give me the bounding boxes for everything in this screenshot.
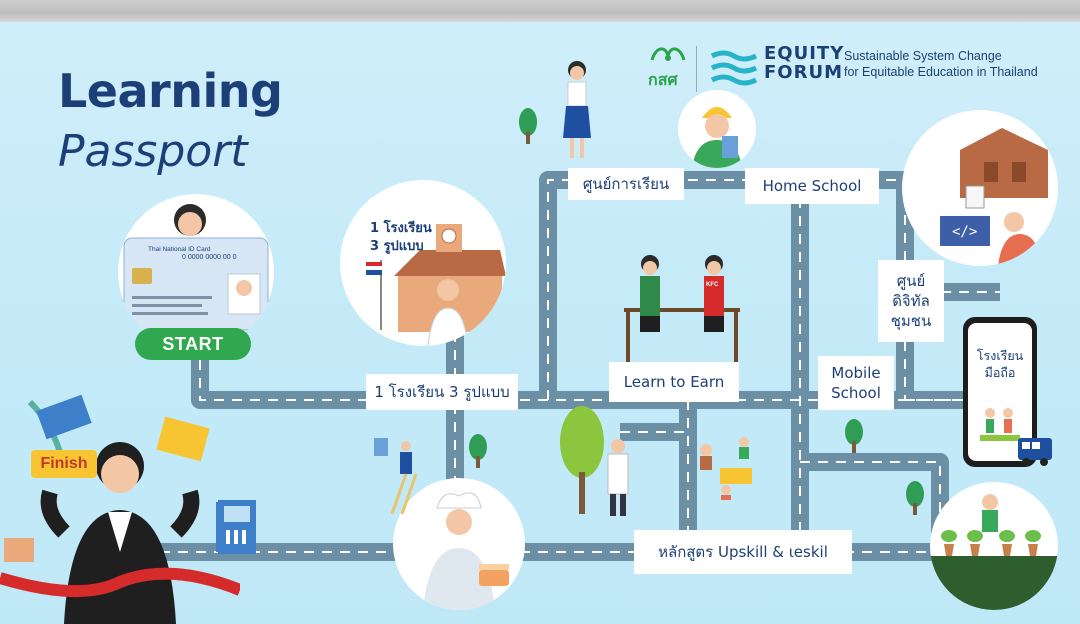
- label-learn-to-earn: Learn to Earn: [609, 362, 739, 402]
- plants-icon: [930, 494, 1058, 610]
- chef-icon: [423, 492, 509, 610]
- finish-sign: Finish: [31, 450, 97, 478]
- label-digital-center-line1: ศูนย์: [896, 272, 926, 290]
- logo-thai-name: กสศ: [648, 70, 678, 89]
- home-school-illustration: </>: [902, 110, 1058, 266]
- id-card-icon: [123, 204, 269, 331]
- phone-people-icon: [980, 408, 1020, 441]
- id-card-title: Thai National ID Card: [148, 246, 211, 253]
- title-passport: Passport: [58, 126, 248, 177]
- logo-tagline: Sustainable System Change for Equitable …: [844, 48, 1038, 80]
- logo-tagline-line2: for Equitable Education in Thailand: [844, 65, 1038, 79]
- atm-machine: [218, 500, 256, 554]
- scientist-figure: [607, 439, 629, 516]
- label-mobile-school-line1: Mobile: [831, 364, 881, 382]
- bird-icon: [650, 47, 686, 61]
- chef-illustration: [393, 478, 525, 610]
- graduate-figure: [0, 394, 240, 624]
- phone-school-line2: มือถือ: [984, 365, 1016, 380]
- logo-divider: [696, 46, 697, 92]
- ladder-worker-figure: [374, 438, 418, 514]
- learn-to-earn-figures: [624, 255, 740, 362]
- label-upskill-reskill: หลักสูตร Upskill & ιeskil: [634, 530, 852, 574]
- waves-icon: [710, 50, 758, 86]
- id-card-illustration: Thai National ID Card 0 0000 0000 00 0: [118, 194, 274, 350]
- children-playing: [700, 437, 752, 500]
- learning-passport-map: Learning Passport กสศ EQUITY FORUM Susta…: [0, 22, 1080, 624]
- worker-illustration: [678, 90, 756, 168]
- label-digital-center: ศูนย์ ดิจิทัล ชุมชน: [878, 260, 944, 342]
- label-digital-center-line3: ชุมชน: [890, 312, 932, 330]
- one-school-badge-line2: 3 รูปแบบ: [370, 239, 424, 254]
- logo-brand: EQUITY FORUM: [764, 44, 844, 82]
- one-school-badge-line1: 1 โรงเรียน: [370, 221, 432, 236]
- phone-school-text: โรงเรียน มือถือ: [968, 347, 1032, 381]
- bus-icon: [1018, 438, 1052, 466]
- school-building-icon: [366, 224, 506, 346]
- label-learning-center: ศูนย์การเรียน: [568, 168, 684, 200]
- title-learning: Learning: [58, 64, 283, 118]
- label-mobile-school: Mobile School: [818, 356, 894, 410]
- school-illustration: 1 โรงเรียน 3 รูปแบบ: [340, 180, 506, 346]
- equity-forum-logo: กสศ EQUITY FORUM Sustainable System Chan…: [648, 42, 1068, 102]
- phone-school-line1: โรงเรียน: [976, 348, 1024, 363]
- label-one-school-three-models: 1 โรงเรียน 3 รูปแบบ: [366, 374, 518, 410]
- one-school-badge: 1 โรงเรียน 3 รูปแบบ: [370, 220, 432, 256]
- kfc-label: KFC: [706, 282, 719, 288]
- house-laptop-icon: </>: [940, 128, 1048, 266]
- logo-brand-line2: FORUM: [764, 62, 843, 83]
- logo-brand-line1: EQUITY: [764, 43, 845, 64]
- worker-icon: [692, 107, 742, 168]
- plants-illustration: [930, 482, 1058, 610]
- label-mobile-school-line2: School: [831, 384, 881, 402]
- student-figure: [563, 61, 591, 158]
- top-edge-strip: [0, 0, 1080, 22]
- id-card-number: 0 0000 0000 00 0: [182, 254, 237, 261]
- label-digital-center-line2: ดิจิทัล: [892, 292, 930, 310]
- start-badge: START: [135, 328, 251, 360]
- label-home-school: Home School: [745, 168, 879, 204]
- logo-tagline-line1: Sustainable System Change: [844, 49, 1002, 63]
- trees: [469, 108, 924, 515]
- svg-text:</>: </>: [952, 224, 977, 240]
